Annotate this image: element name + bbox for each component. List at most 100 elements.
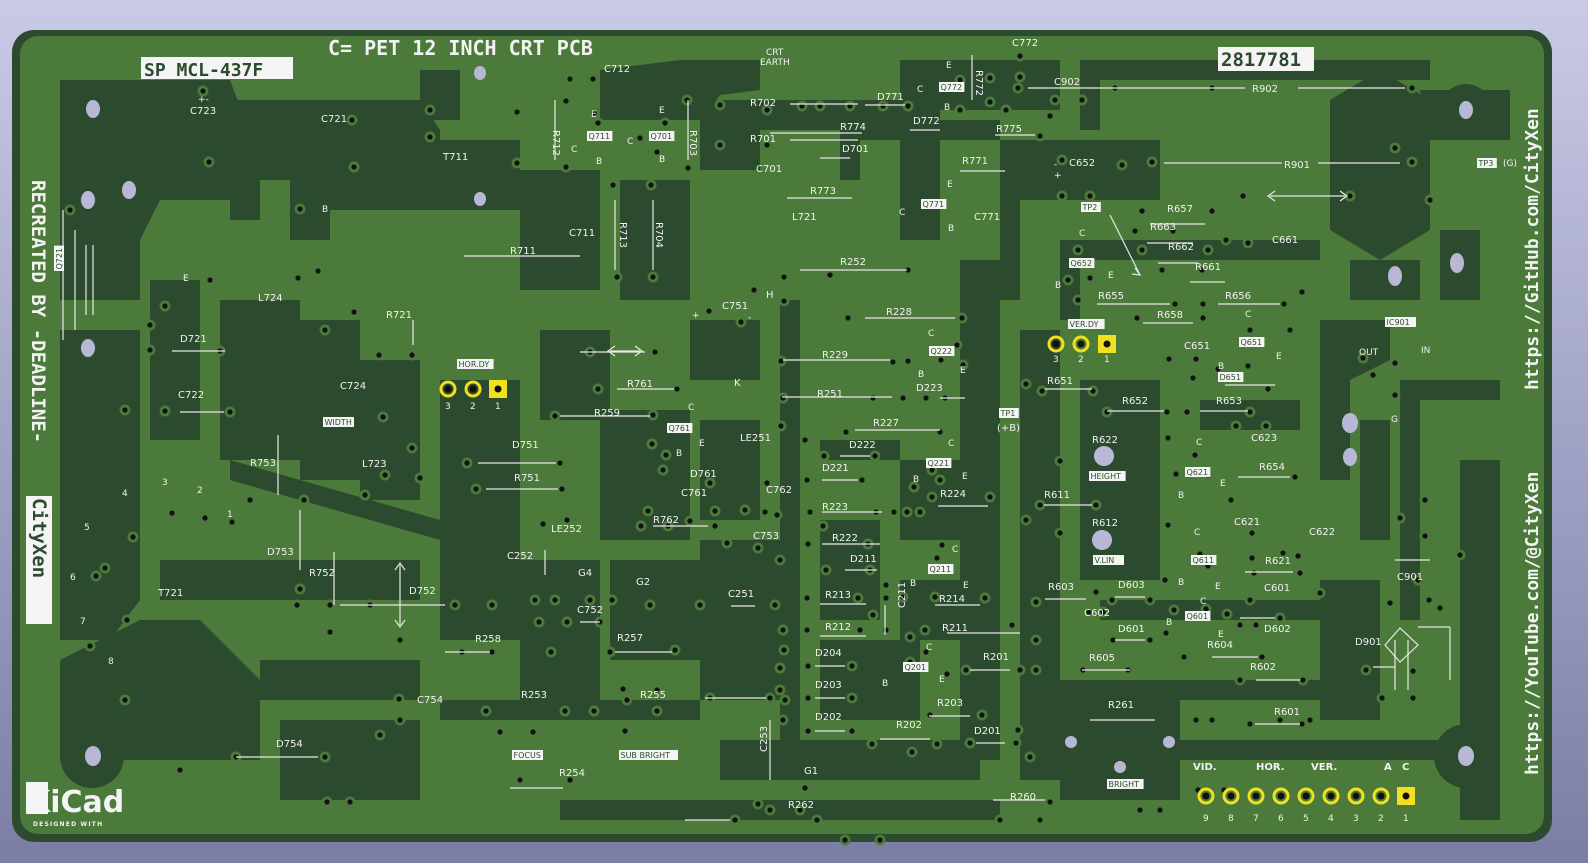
component-r654[interactable]: R654: [1259, 462, 1285, 473]
component-c722[interactable]: C722: [178, 390, 204, 401]
component-c902[interactable]: C902: [1054, 77, 1080, 88]
component-r202[interactable]: R202: [896, 720, 922, 731]
component-c601[interactable]: C601: [1264, 583, 1290, 594]
component-c712[interactable]: C712: [604, 64, 630, 75]
component-r901[interactable]: R901: [1284, 160, 1310, 171]
component-q721[interactable]: Q721: [54, 245, 64, 271]
component-c701[interactable]: C701: [756, 164, 782, 175]
component-r259[interactable]: R259: [594, 408, 620, 419]
component-r655[interactable]: R655: [1098, 291, 1124, 302]
component-r212[interactable]: R212: [825, 622, 851, 633]
component-r721[interactable]: R721: [386, 310, 412, 321]
component-le251[interactable]: LE251: [740, 433, 771, 444]
component-d753[interactable]: D753: [267, 547, 294, 558]
component-c623[interactable]: C623: [1251, 433, 1277, 444]
component-r605[interactable]: R605: [1089, 653, 1115, 664]
component-d701[interactable]: D701: [842, 144, 869, 155]
component-r201[interactable]: R201: [983, 652, 1009, 663]
component-r771[interactable]: R771: [962, 156, 988, 167]
component-r603[interactable]: R603: [1048, 582, 1074, 593]
component-r753[interactable]: R753: [250, 458, 276, 469]
component-r656[interactable]: R656: [1225, 291, 1251, 302]
component-t721[interactable]: T721: [157, 588, 183, 599]
component-r752[interactable]: R752: [309, 568, 335, 579]
component-r252[interactable]: R252: [840, 257, 866, 268]
component-r228[interactable]: R228: [886, 307, 912, 318]
component-r227[interactable]: R227: [873, 418, 899, 429]
component-c602[interactable]: C602: [1084, 608, 1110, 619]
component-c652[interactable]: C652: [1069, 158, 1095, 169]
component-r902[interactable]: R902: [1252, 84, 1278, 95]
component-r214[interactable]: R214: [939, 594, 965, 605]
component-r203[interactable]: R203: [937, 698, 963, 709]
component-c252[interactable]: C252: [507, 551, 533, 562]
component-q711[interactable]: Q711: [587, 131, 613, 141]
component-q201[interactable]: Q201: [903, 662, 929, 672]
component-r653[interactable]: R653: [1216, 396, 1242, 407]
component-le252[interactable]: LE252: [551, 524, 582, 535]
component-c771[interactable]: C771: [974, 212, 1000, 223]
component-q222[interactable]: Q222: [929, 346, 955, 356]
component-r622[interactable]: R622: [1092, 435, 1118, 446]
component-l721[interactable]: L721: [792, 212, 817, 223]
component-r604[interactable]: R604: [1207, 640, 1233, 651]
component-r658[interactable]: R658: [1157, 310, 1183, 321]
component-c622[interactable]: C622: [1309, 527, 1335, 538]
component-r257[interactable]: R257: [617, 633, 643, 644]
component-r254[interactable]: R254: [559, 768, 585, 779]
component-d752[interactable]: D752: [409, 586, 436, 597]
component-r602[interactable]: R602: [1250, 662, 1276, 673]
component-r703[interactable]: R703: [687, 130, 698, 156]
component-r704[interactable]: R704: [653, 222, 664, 248]
component-q652[interactable]: Q652: [1069, 258, 1095, 268]
component-q611[interactable]: Q611: [1191, 555, 1217, 565]
component-r612[interactable]: R612: [1092, 518, 1118, 529]
component-r251[interactable]: R251: [817, 389, 843, 400]
component-r712[interactable]: R712: [550, 130, 561, 156]
component-q771[interactable]: Q771: [921, 199, 947, 209]
component-r701[interactable]: R701: [750, 134, 776, 145]
component-q701[interactable]: Q701: [649, 131, 675, 141]
component-r255[interactable]: R255: [640, 690, 666, 701]
component-q772[interactable]: Q772: [939, 82, 965, 92]
component-r762[interactable]: R762: [653, 515, 679, 526]
component-c251[interactable]: C251: [728, 589, 754, 600]
component-r774[interactable]: R774: [840, 122, 866, 133]
component-r253[interactable]: R253: [521, 690, 547, 701]
component-r773[interactable]: R773: [810, 186, 836, 197]
component-d721[interactable]: D721: [180, 334, 207, 345]
component-r702[interactable]: R702: [750, 98, 776, 109]
component-d601[interactable]: D601: [1118, 624, 1145, 635]
component-r652[interactable]: R652: [1122, 396, 1148, 407]
component-r663[interactable]: R663: [1150, 222, 1176, 233]
component-d751[interactable]: D751: [512, 440, 539, 451]
component-q651[interactable]: Q651: [1239, 337, 1265, 347]
component-r213[interactable]: R213: [825, 590, 851, 601]
component-r258[interactable]: R258: [475, 634, 501, 645]
component-d221[interactable]: D221: [822, 463, 849, 474]
component-d603[interactable]: D603: [1118, 580, 1145, 591]
component-r751[interactable]: R751: [514, 473, 540, 484]
component-l724[interactable]: L724: [258, 293, 283, 304]
component-d651[interactable]: D651: [1218, 372, 1244, 382]
component-d754[interactable]: D754: [276, 739, 303, 750]
component-d602[interactable]: D602: [1264, 624, 1291, 635]
component-r775[interactable]: R775: [996, 124, 1022, 135]
component-q621[interactable]: Q621: [1185, 467, 1211, 477]
component-r211[interactable]: R211: [942, 623, 968, 634]
component-d201[interactable]: D201: [974, 726, 1001, 737]
component-c753[interactable]: C753: [753, 531, 779, 542]
component-r611[interactable]: R611: [1044, 490, 1070, 501]
component-c651[interactable]: C651: [1184, 341, 1210, 352]
component-d202[interactable]: D202: [815, 712, 842, 723]
component-r260[interactable]: R260: [1010, 792, 1036, 803]
component-d901[interactable]: D901: [1355, 637, 1382, 648]
component-r262[interactable]: R262: [788, 800, 814, 811]
component-d203[interactable]: D203: [815, 680, 842, 691]
component-d772[interactable]: D772: [913, 116, 940, 127]
component-c772[interactable]: C772: [1012, 38, 1038, 49]
component-r713[interactable]: R713: [617, 222, 628, 248]
component-r662[interactable]: R662: [1168, 242, 1194, 253]
component-c761[interactable]: C761: [681, 488, 707, 499]
component-r772[interactable]: R772: [973, 70, 984, 96]
